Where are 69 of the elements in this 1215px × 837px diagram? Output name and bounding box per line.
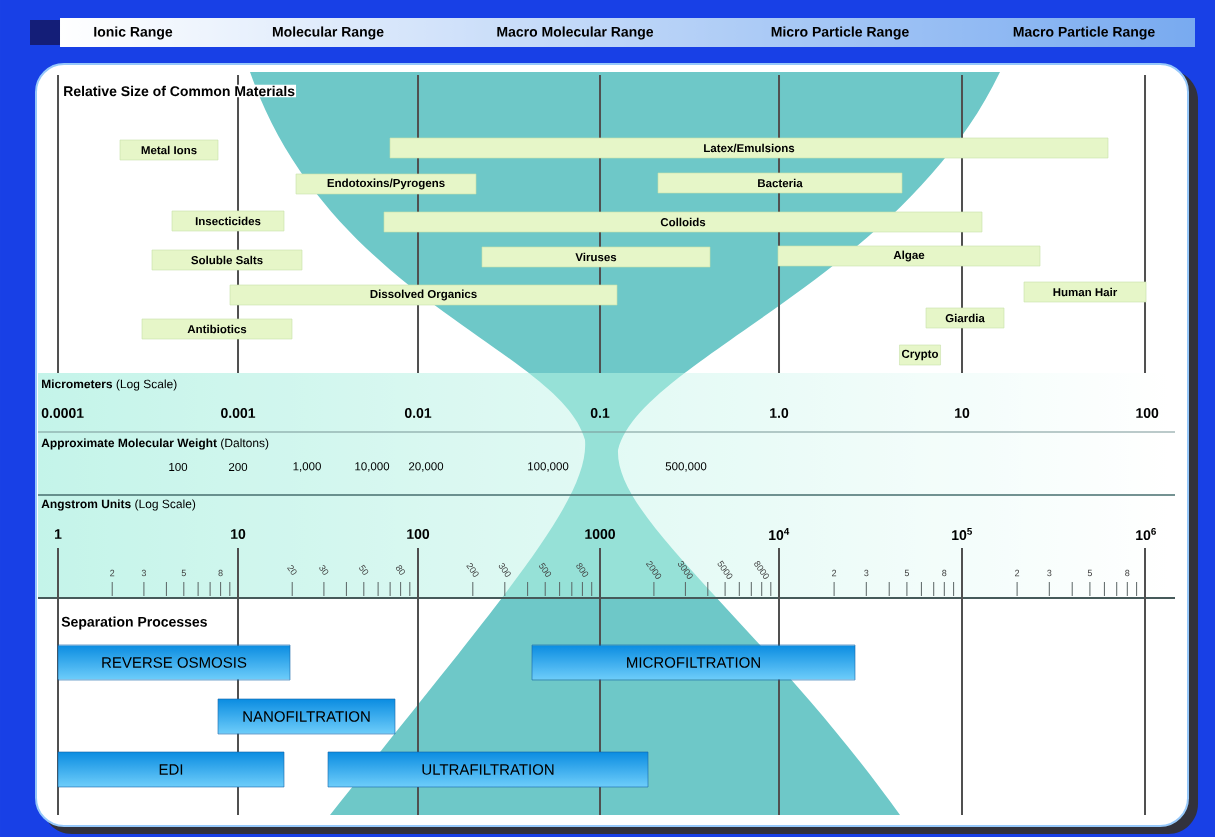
material-bar: Antibiotics xyxy=(141,318,293,340)
tick-label: 10$^{6}$ xyxy=(1136,527,1156,541)
tick-label: 0.1 xyxy=(590,408,610,418)
tick-label: 1000 xyxy=(585,529,615,539)
range-header: Macro Particle Range xyxy=(1013,26,1155,40)
tick-label: 10,000 xyxy=(355,462,390,472)
axis-title: Angstrom Units (Log Scale) xyxy=(41,499,196,511)
axis-title: Micrometers (Log Scale) xyxy=(42,379,177,391)
tick-label: 3 xyxy=(864,569,869,577)
tick-label: 8 xyxy=(942,569,947,577)
tick-label: 1 xyxy=(55,529,62,539)
tick-label: 30 xyxy=(319,565,329,575)
tick-label: 1.0 xyxy=(770,408,789,418)
tick-label: 10$^{4}$ xyxy=(769,527,790,541)
material-bar: Colloids xyxy=(383,211,983,233)
material-bar: Human Hair xyxy=(1023,281,1147,303)
section-title: Separation Processes xyxy=(61,616,207,630)
material-bar: Endotoxins/Pyrogens xyxy=(295,173,477,195)
material-bar: Crypto xyxy=(899,344,941,366)
process-box: REVERSE OSMOSIS xyxy=(57,644,291,681)
tick-label: 3 xyxy=(1047,569,1052,577)
process-box: NANOFILTRATION xyxy=(217,698,396,735)
range-header: Macro Molecular Range xyxy=(497,26,654,40)
material-bar: Bacteria xyxy=(657,172,903,194)
tick-label: 10$^{5}$ xyxy=(952,527,972,541)
material-bar: Latex/Emulsions xyxy=(389,137,1109,159)
process-box: EDI xyxy=(57,751,285,788)
tick-label: 8 xyxy=(1125,569,1130,577)
tick-label: 5 xyxy=(1087,569,1093,577)
tick-label: 500 xyxy=(539,562,552,577)
material-bar: Soluble Salts xyxy=(151,249,303,271)
tick-label: 800 xyxy=(576,563,589,577)
tick-label: 100,000 xyxy=(528,462,569,472)
range-header: Micro Particle Range xyxy=(771,26,909,40)
process-box: ULTRAFILTRATION xyxy=(327,751,649,788)
material-bar: Viruses xyxy=(481,246,711,268)
tick-label: 2 xyxy=(832,569,837,577)
process-box: MICROFILTRATION xyxy=(531,644,856,681)
tick-label: 8 xyxy=(218,569,223,577)
tick-label: 20,000 xyxy=(409,462,444,472)
material-bar: Metal Ions xyxy=(119,139,219,161)
axis-title: Approximate Molecular Weight (Daltons) xyxy=(41,438,269,450)
tick-label: 2 xyxy=(110,569,115,577)
tick-label: 10 xyxy=(231,529,246,539)
tick-label: 5 xyxy=(181,569,186,577)
range-header: Ionic Range xyxy=(94,26,173,40)
tick-label: 0.01 xyxy=(404,408,432,418)
tick-label: 20 xyxy=(287,565,297,575)
tick-label: 5 xyxy=(904,569,910,577)
tick-label: 10 xyxy=(955,408,970,418)
tick-label: 200 xyxy=(229,462,248,472)
tick-label: 200 xyxy=(466,563,479,577)
tick-label: 300 xyxy=(498,563,511,577)
material-bar: Insecticides xyxy=(171,210,285,232)
tick-label: 2 xyxy=(1015,569,1020,577)
tick-label: 0.0001 xyxy=(41,408,84,418)
material-bar: Algae xyxy=(777,245,1041,267)
material-bar: Giardia xyxy=(925,307,1005,329)
range-header: Molecular Range xyxy=(272,26,384,40)
tick-label: 100 xyxy=(169,462,188,472)
tick-label: 500,000 xyxy=(665,462,707,472)
tick-label: 1,000 xyxy=(293,462,321,472)
tick-label: 100 xyxy=(407,529,430,539)
material-bar: Dissolved Organics xyxy=(229,284,618,306)
tick-label: 3 xyxy=(141,569,146,577)
tick-label: 50 xyxy=(359,564,369,575)
tick-label: 80 xyxy=(396,565,405,575)
tick-label: 100 xyxy=(1136,408,1159,418)
tick-label: 0.001 xyxy=(221,408,256,418)
